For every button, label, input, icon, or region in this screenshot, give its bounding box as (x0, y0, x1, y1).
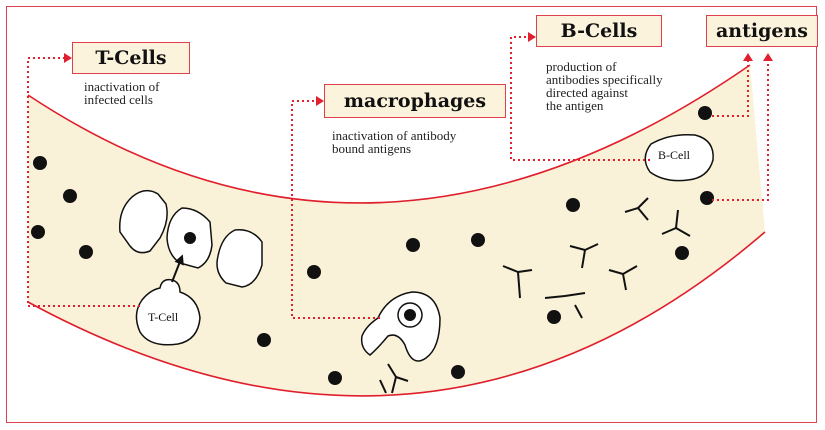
antigen-particle (406, 238, 420, 252)
arrowhead (763, 53, 773, 61)
antigen-particle (700, 191, 714, 205)
macrophages-description: inactivation of antibody bound antigens (332, 129, 456, 155)
antigen-particle (404, 309, 416, 321)
antigen-particle (451, 365, 465, 379)
antigen-particle (675, 246, 689, 260)
antigen-particle (257, 333, 271, 347)
antigen-particle (63, 189, 77, 203)
b-cells-label: B-Cells (536, 15, 662, 47)
t-cell-label: T-Cell (148, 310, 178, 325)
arrowhead (64, 53, 72, 63)
antigen-particle (566, 198, 580, 212)
b-cells-description: production of antibodies specifically di… (546, 60, 663, 112)
arrowhead (528, 32, 536, 42)
antigen-particle (307, 265, 321, 279)
antigens-label: antigens (706, 15, 818, 47)
b-cell-label: B-Cell (658, 148, 690, 163)
antigen-particle (184, 232, 196, 244)
antigen-particle (698, 106, 712, 120)
t-cells-description: inactivation of infected cells (84, 80, 159, 106)
antigen-particle (328, 371, 342, 385)
arrowhead (743, 53, 753, 61)
macrophages-label: macrophages (324, 84, 506, 118)
antigen-particle (31, 225, 45, 239)
antigen-particle (79, 245, 93, 259)
arrowhead (316, 96, 324, 106)
antigen-particle (471, 233, 485, 247)
antigen-particle (547, 310, 561, 324)
t-cells-label: T-Cells (72, 42, 190, 74)
antigen-particle (33, 156, 47, 170)
